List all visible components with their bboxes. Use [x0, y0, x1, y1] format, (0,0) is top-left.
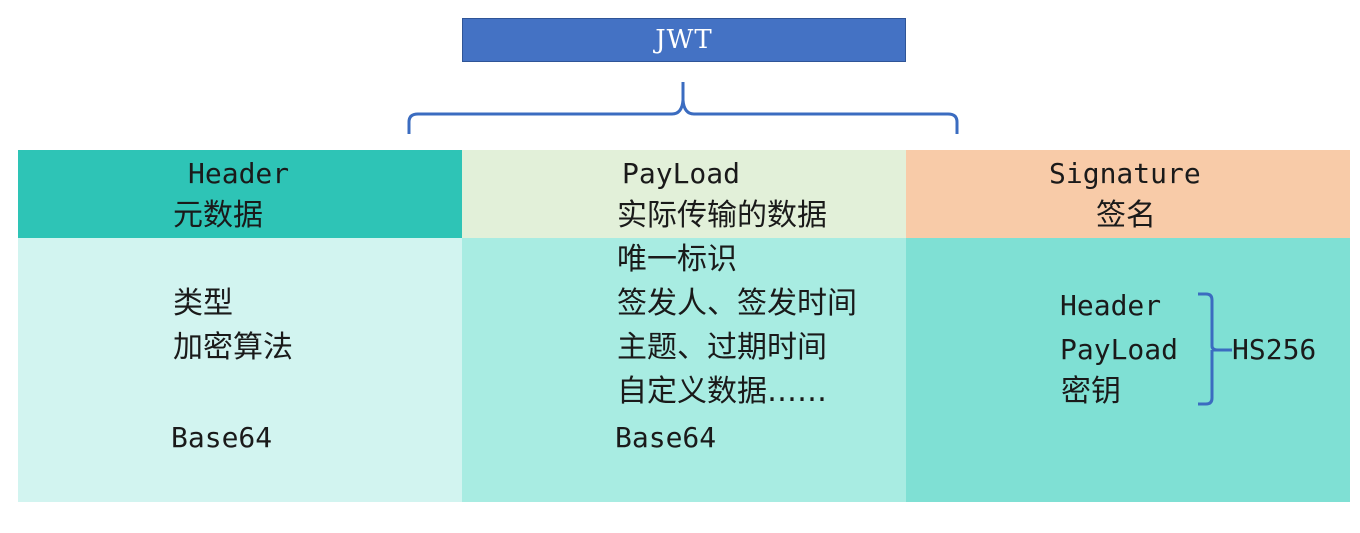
jwt-title: JWT [655, 25, 713, 55]
signature-item-key: 密钥 [1061, 374, 1121, 409]
signature-item-header: Header [1060, 289, 1162, 322]
jwt-title-box: JWT [462, 18, 906, 62]
payload-subtitle: 实际传输的数据 [617, 198, 827, 233]
signature-subtitle: 签名 [1096, 198, 1156, 233]
payload-item-issuer: 签发人、签发时间 [617, 286, 857, 321]
payload-column-body: 唯一标识 签发人、签发时间 主题、过期时间 自定义数据…… Base64 [462, 238, 906, 502]
header-item-type: 类型 [173, 286, 233, 321]
header-column-body: 类型 加密算法 Base64 [18, 238, 462, 502]
payload-name: PayLoad [622, 157, 741, 190]
header-subtitle: 元数据 [173, 198, 263, 233]
payload-item-subject: 主题、过期时间 [617, 330, 827, 365]
signature-item-payload: PayLoad [1060, 333, 1179, 366]
payload-item-id: 唯一标识 [617, 242, 737, 277]
header-encoding: Base64 [171, 421, 273, 454]
top-brace [407, 82, 959, 134]
signature-algorithm: HS256 [1232, 333, 1317, 366]
header-column-head: Header 元数据 [18, 150, 462, 238]
payload-encoding: Base64 [615, 421, 717, 454]
signature-column-body: Header PayLoad 密钥 HS256 [906, 238, 1350, 502]
signature-name: Signature [1049, 157, 1201, 190]
signature-column-head: Signature 签名 [906, 150, 1350, 238]
payload-item-custom: 自定义数据…… [617, 374, 827, 409]
header-item-algorithm: 加密算法 [173, 330, 293, 365]
payload-column-head: PayLoad 实际传输的数据 [462, 150, 906, 238]
header-name: Header [188, 157, 290, 190]
signature-bracket [1198, 292, 1232, 406]
